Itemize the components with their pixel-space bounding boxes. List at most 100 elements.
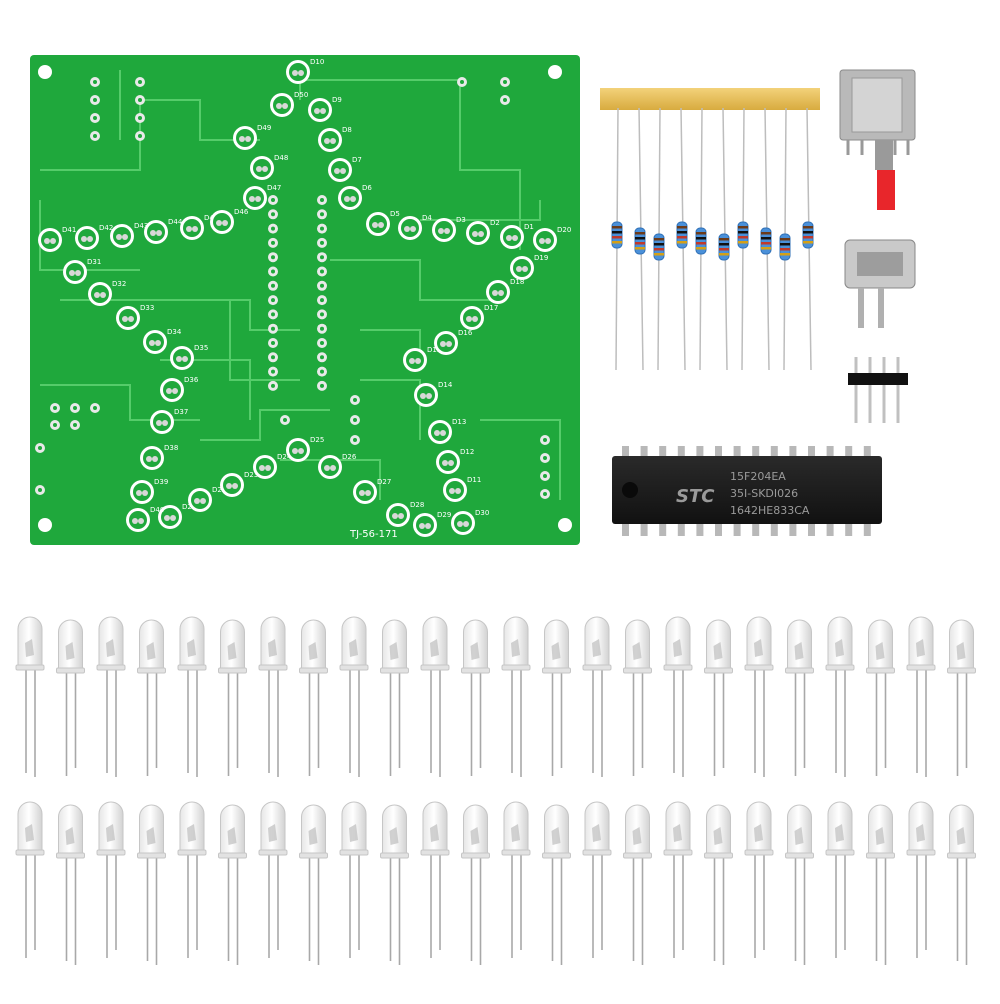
pcb-led-footprint: D29 [413, 511, 451, 537]
pcb-led-footprint: D16 [434, 329, 473, 355]
pcb-led-footprint: D24 [253, 453, 292, 479]
pcb-led-footprint: D28 [386, 501, 424, 527]
pcb-led-footprint: D4 [398, 214, 432, 240]
resistor-strip [600, 88, 820, 371]
resistor [676, 107, 688, 371]
pcb-led-label: D46 [234, 208, 249, 216]
pcb-led-label: D14 [438, 381, 453, 389]
led [258, 616, 288, 777]
pcb-led-footprint: D34 [143, 328, 182, 354]
pcb-led-label: D10 [310, 58, 324, 66]
pcb-led-footprint: D39 [130, 478, 168, 504]
pcb-led-footprint: D48 [250, 154, 288, 180]
led [15, 616, 45, 777]
pcb-led-label: D39 [154, 478, 168, 486]
pcb-led-label: D49 [257, 124, 271, 132]
led [663, 616, 693, 777]
pcb-led-label: D48 [274, 154, 288, 162]
pcb-led-label: D1 [524, 223, 534, 231]
pcb-led-footprint: D11 [443, 476, 481, 502]
pcb-led-label: D35 [194, 344, 208, 352]
led [501, 801, 531, 958]
led [299, 804, 328, 965]
led [177, 616, 207, 777]
pcb-led-footprint: D46 [210, 208, 249, 234]
switch-button-red [877, 170, 895, 210]
mounting-holes [38, 65, 572, 532]
led [744, 616, 774, 777]
pcb-led-label: D37 [174, 408, 188, 416]
led [137, 804, 166, 965]
micro-usb-connector [844, 239, 916, 328]
led [825, 616, 855, 777]
pcb-led-footprint: D7 [328, 156, 362, 182]
pcb-led-label: D12 [460, 448, 474, 456]
pcb-led-footprint: D30 [451, 509, 489, 535]
pcb-led-footprint: D2 [466, 219, 500, 245]
pcb-led-label: D32 [112, 280, 126, 288]
pcb-led-footprint: D32 [88, 280, 126, 306]
pcb-led-label: D41 [62, 226, 76, 234]
pcb-led-footprint: D43 [110, 222, 148, 248]
led [906, 616, 936, 777]
pcb-led-label: D43 [134, 222, 148, 230]
pcb-led-footprint: D9 [308, 96, 342, 122]
led [704, 804, 733, 965]
resistor [760, 107, 772, 371]
led [542, 619, 571, 776]
pcb-led-footprint: D41 [38, 226, 76, 252]
pcb-led-footprint: D20 [533, 226, 571, 252]
pcb-led-label: D2 [490, 219, 500, 227]
resistor [737, 107, 749, 371]
led [704, 619, 733, 776]
pcb-led-footprint: D37 [150, 408, 188, 434]
led [825, 801, 855, 958]
resistors [611, 107, 814, 371]
pcb-led-label: D30 [475, 509, 489, 517]
pcb-led-footprint: D19 [510, 254, 548, 280]
pcb-led-label: D26 [342, 453, 357, 461]
led [947, 619, 976, 776]
led [339, 801, 369, 958]
pcb-led-label: D23 [244, 471, 258, 479]
resistor [779, 107, 791, 371]
led [258, 801, 288, 958]
pcb-led-label: D9 [332, 96, 342, 104]
pcb-led-footprint: D5 [366, 210, 400, 236]
resistor [695, 107, 707, 371]
pcb-led-footprint: D14 [414, 381, 453, 407]
pcb-led-footprint: D38 [140, 444, 178, 470]
pcb-led-label: D6 [362, 184, 372, 192]
pcb-led-label: D18 [510, 278, 524, 286]
led [137, 619, 166, 776]
led [96, 616, 126, 777]
pcb-led-footprint: D27 [353, 478, 391, 504]
pcb-led-footprint: D50 [270, 91, 308, 117]
pcb-led-footprint: D17 [460, 304, 498, 330]
loose-leds [15, 616, 976, 965]
resistor [653, 107, 665, 371]
pcb-led-footprint: D18 [486, 278, 524, 304]
pcb-led-footprint: D31 [63, 258, 101, 284]
led [15, 801, 45, 958]
led [866, 619, 895, 776]
led [420, 616, 450, 777]
led [542, 804, 571, 965]
pcb-led-label: D28 [410, 501, 424, 509]
pcb-led-label: D29 [437, 511, 451, 519]
mcu-chip: STC 15F204EA 35I-SKDI026 1642HE833CA [612, 446, 882, 536]
resistor [802, 107, 814, 371]
pcb-led-label: D36 [184, 376, 199, 384]
led [380, 804, 409, 965]
pcb-led-footprint: D44 [144, 218, 183, 244]
pcb-led-label: D13 [452, 418, 466, 426]
pcb-led-label: D21 [182, 503, 196, 511]
pcb-led-label: D42 [99, 224, 113, 232]
pcb-led-footprint: D23 [220, 471, 258, 497]
pcb-led-label: D4 [422, 214, 432, 222]
mounting-hole [38, 65, 52, 79]
led [218, 804, 247, 965]
pcb-led-label: D15 [427, 346, 441, 354]
